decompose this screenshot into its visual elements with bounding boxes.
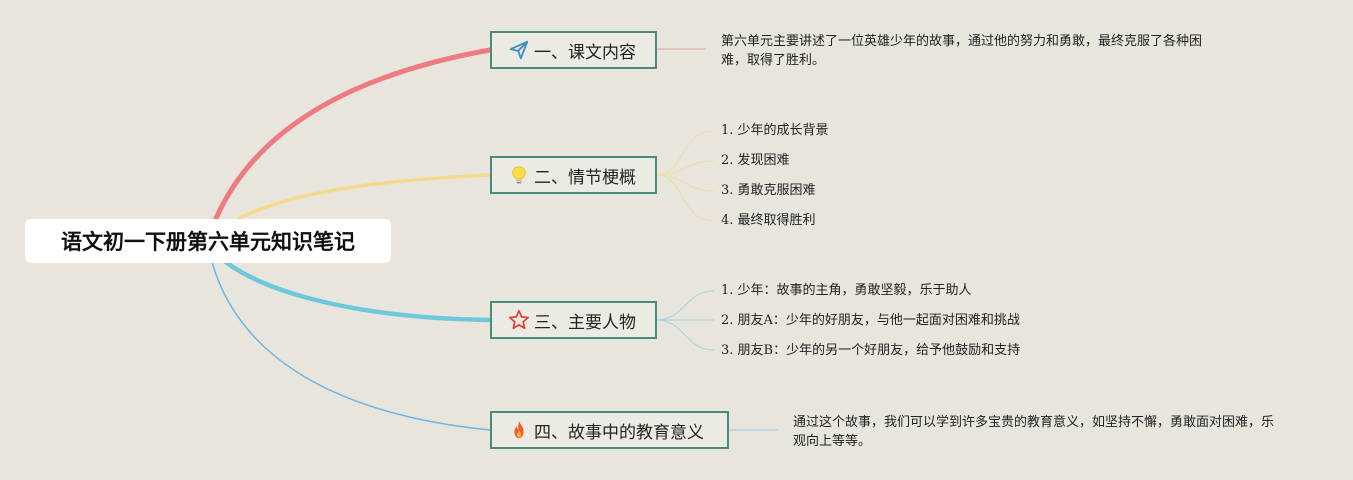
connector-branch-1 xyxy=(209,47,493,231)
list-item: 3. 朋友B：少年的另一个好朋友，给予他鼓励和支持 xyxy=(721,343,1021,358)
branch-educational-meaning[interactable]: 四、故事中的教育意义 xyxy=(490,411,729,449)
connector-branch-3 xyxy=(209,247,493,323)
lightbulb-icon xyxy=(508,164,530,186)
fire-icon xyxy=(508,419,530,441)
paper-plane-icon xyxy=(508,39,530,61)
branch-plot-summary[interactable]: 二、情节梗概 xyxy=(490,156,657,194)
list-item: 3. 勇敢克服困难 xyxy=(721,183,816,198)
list-item: 4. 最终取得胜利 xyxy=(721,213,816,228)
list-item: 2. 朋友A：少年的好朋友，与他一起面对困难和挑战 xyxy=(721,313,1020,328)
branch-label: 四、故事中的教育意义 xyxy=(534,422,704,443)
branch-label: 一、课文内容 xyxy=(534,42,636,63)
lesson-content-text: 第六单元主要讲述了一位英雄少年的故事，通过他的努力和勇敢，最终克服了各种困难，取… xyxy=(721,34,1203,68)
connector-branch-2 xyxy=(236,173,492,221)
educational-meaning-text: 通过这个故事，我们可以学到许多宝贵的教育意义，如坚持不懈，勇敢面对困难，乐观向上… xyxy=(793,415,1275,449)
connector-leaf-2-2 xyxy=(655,160,715,176)
branch-lesson-content[interactable]: 一、课文内容 xyxy=(490,31,657,69)
central-topic[interactable]: 语文初一下册第六单元知识笔记 xyxy=(25,219,391,263)
star-icon xyxy=(508,309,530,331)
list-item: 1. 少年：故事的主角，勇敢坚毅，乐于助人 xyxy=(721,283,972,298)
connector-leaf-2-4 xyxy=(655,174,715,222)
branch-label: 二、情节梗概 xyxy=(534,167,636,188)
list-item: 1. 少年的成长背景 xyxy=(721,123,829,138)
connector-leaf-3-1 xyxy=(655,290,715,321)
connector-leaf-2-1 xyxy=(655,130,715,176)
branch-label: 三、主要人物 xyxy=(534,312,636,333)
branch-main-characters[interactable]: 三、主要人物 xyxy=(490,301,657,339)
connector-leaf-2-3 xyxy=(655,174,715,192)
connector-branch-4 xyxy=(211,261,491,431)
list-item: 2. 发现困难 xyxy=(721,153,790,168)
connector-leaf-3-3 xyxy=(655,319,715,351)
